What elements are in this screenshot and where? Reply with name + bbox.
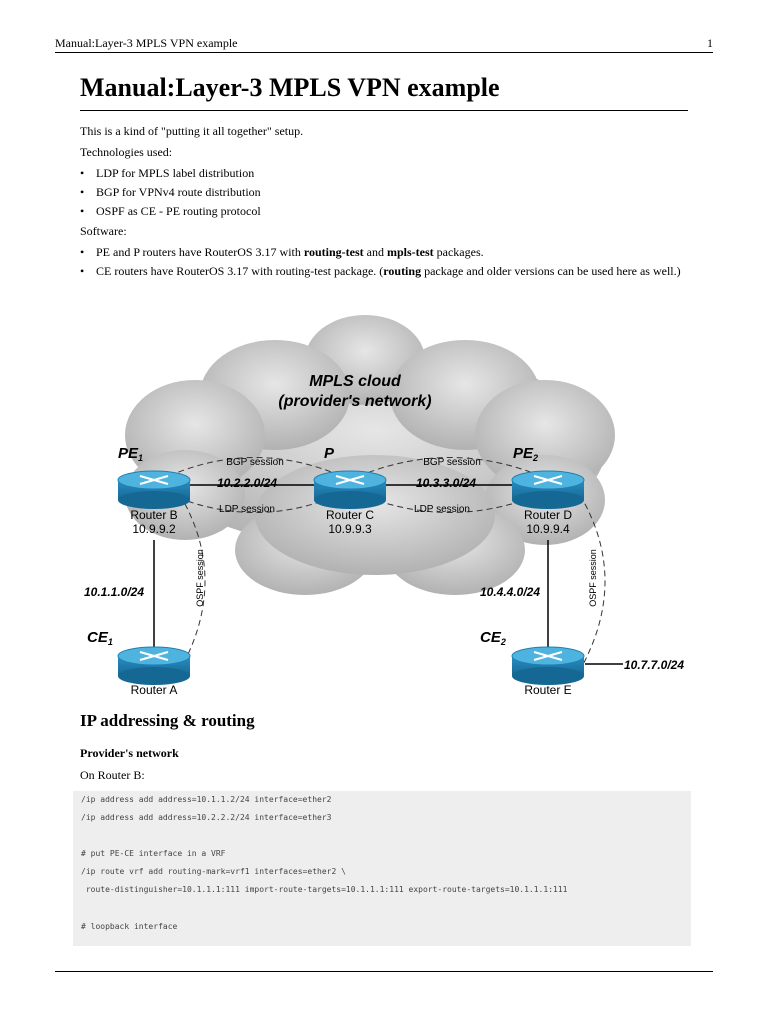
on-router-b-text: On Router B:	[80, 768, 145, 782]
cloud-title-line2: (provider's network)	[278, 393, 431, 410]
router-a-label: Router A	[131, 683, 178, 697]
router-c-label: Router C	[326, 508, 374, 522]
pe2-label: PE2	[513, 445, 538, 463]
router-a-icon	[117, 646, 191, 685]
router-c-ip: 10.9.9.3	[328, 522, 372, 536]
router-c-icon	[313, 470, 387, 509]
bgp-session-left-label: BGP session	[226, 457, 284, 468]
page-number: 1	[707, 36, 713, 50]
router-e-label: Router E	[524, 683, 571, 697]
router-e-icon	[511, 646, 585, 685]
code-line: # loopback interface	[81, 922, 178, 931]
physical-links	[153, 484, 623, 665]
router-d-ip: 10.9.9.4	[526, 522, 570, 536]
ldp-session-left-label: LDP session	[219, 504, 275, 515]
page-title: Manual:Layer-3 MPLS VPN example	[80, 73, 500, 102]
running-header-title: Manual:Layer-3 MPLS VPN example	[55, 36, 238, 50]
list-item: •LDP for MPLS label distribution	[80, 166, 255, 180]
footer-rule	[55, 971, 713, 972]
section-heading-ip: IP addressing & routing	[80, 711, 255, 730]
software-heading: Software:	[80, 224, 127, 238]
router-d-label: Router D	[524, 508, 572, 522]
network-diagram: MPLS cloud (provider's network)	[84, 315, 684, 697]
code-line: /ip route vrf add routing-mark=vrf1 inte…	[81, 867, 346, 876]
net-cd-label: 10.3.3.0/24	[416, 476, 476, 490]
p-label: P	[324, 445, 335, 462]
header-rule	[55, 52, 713, 53]
technologies-heading: Technologies used:	[80, 145, 173, 159]
router-d-icon	[511, 470, 585, 509]
software-list: •PE and P routers have RouterOS 3.17 wit…	[80, 243, 690, 281]
list-item: •BGP for VPNv4 route distribution	[80, 185, 261, 199]
technologies-list: •LDP for MPLS label distribution •BGP fo…	[80, 164, 690, 221]
net-de-label: 10.4.4.0/24	[480, 585, 540, 599]
code-line: /ip address add address=10.2.2.2/24 inte…	[81, 813, 332, 822]
ospf-right-label: OSPF session	[588, 549, 598, 607]
router-b-icon	[117, 470, 191, 509]
cloud-title-line1: MPLS cloud	[309, 373, 402, 390]
net-e-label: 10.7.7.0/24	[624, 658, 684, 672]
ldp-session-right-label: LDP session	[414, 504, 470, 515]
router-b-label: Router B	[130, 508, 177, 522]
intro-paragraph: This is a kind of "putting it all togeth…	[80, 124, 304, 138]
code-block: /ip address add address=10.1.1.2/24 inte…	[73, 791, 691, 946]
router-b-ip: 10.9.9.2	[132, 522, 176, 536]
net-bc-label: 10.2.2.0/24	[217, 476, 277, 490]
ce2-label: CE2	[480, 629, 506, 647]
list-item: •OSPF as CE - PE routing protocol	[80, 204, 261, 218]
code-line: route-distinguisher=10.1.1.1:111 import-…	[81, 885, 568, 894]
code-line: # put PE-CE interface in a VRF	[81, 849, 226, 858]
running-header: Manual:Layer-3 MPLS VPN example 1	[55, 36, 713, 51]
net-ab-label: 10.1.1.0/24	[84, 585, 144, 599]
title-rule	[80, 110, 688, 111]
list-item: •CE routers have RouterOS 3.17 with rout…	[80, 264, 681, 278]
ce1-label: CE1	[87, 629, 113, 647]
subsection-heading: Provider's network	[80, 746, 179, 760]
ospf-left-label: OSPF session	[195, 549, 205, 607]
pe1-label: PE1	[118, 445, 143, 463]
code-line: /ip address add address=10.1.1.2/24 inte…	[81, 795, 332, 804]
bgp-session-right-label: BGP session	[423, 457, 481, 468]
list-item: •PE and P routers have RouterOS 3.17 wit…	[80, 245, 484, 259]
